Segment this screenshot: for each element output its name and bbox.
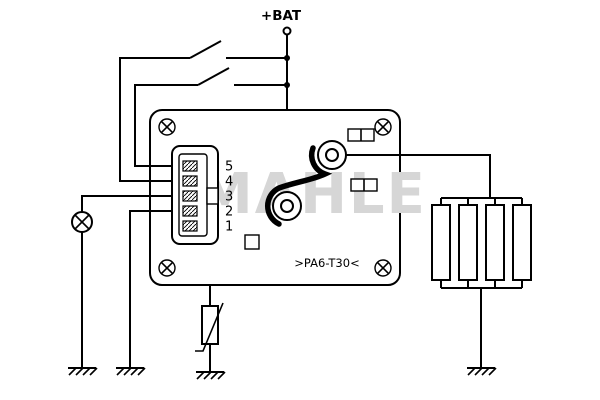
glow-plug-3 <box>485 204 505 281</box>
pin-label-4: 4 <box>225 175 233 190</box>
terminal-post-lower-rivet <box>280 199 294 213</box>
ground-symbol-sensor <box>196 371 226 380</box>
pin-number-labels: 5 4 3 2 1 <box>225 160 233 235</box>
connector-pin-1 <box>182 220 198 232</box>
temperature-sensor-body <box>201 305 219 345</box>
corner-screw <box>374 118 392 136</box>
internal-component-square <box>244 234 260 250</box>
relay-internal-terminals <box>244 128 378 250</box>
switch-1-blade <box>189 40 222 59</box>
temperature-sensor-branch <box>195 285 224 372</box>
connector-key-tab <box>206 187 219 205</box>
switch-circuit-2 <box>134 67 287 167</box>
thermistor-symbol-stroke <box>195 302 224 352</box>
connector-socket <box>171 145 219 245</box>
switch-2-blade <box>197 67 230 86</box>
corner-screw <box>158 118 176 136</box>
glow-plug-feed-wire <box>346 154 491 198</box>
connector-pin-3 <box>182 190 198 202</box>
pin-label-3: 3 <box>225 190 233 205</box>
glow-plug-4 <box>512 204 532 281</box>
corner-screw <box>158 259 176 277</box>
battery-label: +BAT <box>261 8 302 24</box>
terminal-post-upper-rivet <box>325 148 339 162</box>
lamp-cross-stroke <box>74 214 90 230</box>
ground-symbol-pin2 <box>116 367 146 376</box>
glow-plug-2 <box>458 204 478 281</box>
pin-label-2: 2 <box>225 205 233 220</box>
corner-screw <box>374 259 392 277</box>
connector-pin-5 <box>182 160 198 172</box>
switch-circuit-1 <box>119 40 287 182</box>
connector-pin-2 <box>182 205 198 217</box>
pin-label-1: 1 <box>225 220 233 235</box>
glow-plug-bank <box>346 154 532 368</box>
lamp-wire-upper <box>81 195 183 212</box>
busbar-strap <box>265 145 333 227</box>
switch-1-wire-to-pin4 <box>119 57 190 182</box>
part-number-label: >PA6-T30< <box>294 256 359 270</box>
ground-symbol-glow-plugs <box>467 367 497 376</box>
ground-symbol-lamp <box>68 367 98 376</box>
glow-plug-1 <box>431 204 451 281</box>
brand-watermark: MAHLE <box>197 162 427 227</box>
pin-label-5: 5 <box>225 160 233 175</box>
corner-screws <box>158 118 392 277</box>
indicator-lamp-branch <box>71 195 183 368</box>
switch-2-wire-to-pin5 <box>134 84 198 167</box>
pin2-ground-wire <box>129 210 183 368</box>
battery-terminal-dot <box>282 26 292 36</box>
battery-feed: +BAT <box>261 8 302 110</box>
connector-pin-4 <box>182 175 198 187</box>
